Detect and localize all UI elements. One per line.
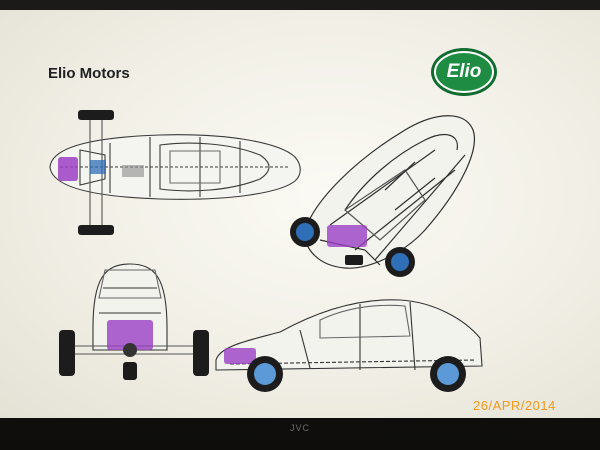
car-top-view (49, 110, 301, 235)
car-side-view (215, 299, 483, 392)
car-front-view (59, 263, 209, 380)
elio-logo: Elio (430, 46, 498, 98)
car-perspective-view (290, 115, 475, 277)
monitor-screen: Elio Motors Elio (0, 10, 600, 418)
logo-text: Elio (446, 61, 482, 82)
photo-date-stamp: 26/APR/2014 (473, 398, 556, 413)
monitor-brand-logo: JVC (289, 423, 310, 433)
slide-title: Elio Motors (48, 65, 130, 82)
